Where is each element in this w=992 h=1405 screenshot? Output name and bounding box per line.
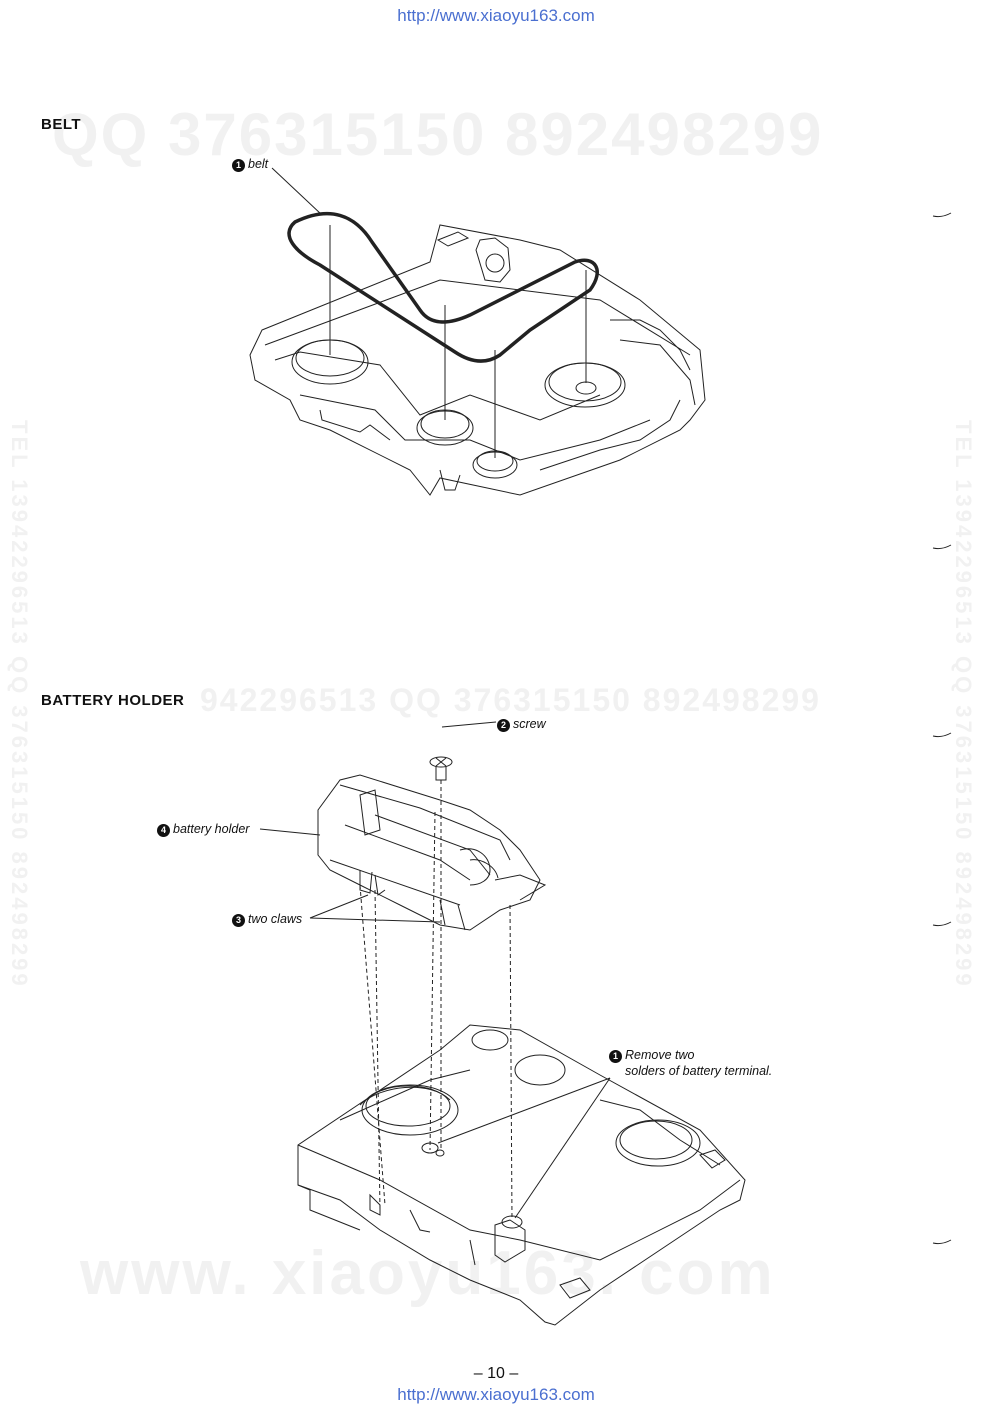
belt-callout-text: belt — [248, 157, 269, 171]
margin-tick-icon — [932, 544, 952, 550]
battery-holder-section-title: BATTERY HOLDER — [41, 692, 185, 709]
number-badge-icon: 2 — [497, 719, 510, 732]
footer-url[interactable]: http://www.xiaoyu163.com — [397, 1385, 595, 1404]
watermark-qq-mid: 942296513 QQ 376315150 892498299 — [200, 682, 821, 718]
watermark-site: www. xiaoyu163. com — [80, 1239, 776, 1308]
number-badge-icon: 3 — [232, 914, 245, 927]
watermark-vertical-left: TEL 13942296513 QQ 376315150 892498299 — [7, 420, 32, 989]
margin-tick-icon — [932, 732, 952, 738]
margin-tick-icon — [932, 212, 952, 218]
number-badge-icon: 1 — [232, 159, 245, 172]
remove-solders-line1: Remove two — [625, 1048, 695, 1062]
battery-holder-part-icon — [317, 756, 547, 931]
battery-holder-callout-text: battery holder — [173, 822, 250, 836]
header-url[interactable]: http://www.xiaoyu163.com — [397, 6, 595, 25]
watermark-qq-top: QQ 376315150 892498299 — [52, 101, 824, 168]
number-badge-icon: 4 — [157, 824, 170, 837]
page-number: – 10 – — [473, 1365, 519, 1382]
number-badge-icon: 1 — [609, 1050, 622, 1063]
margin-tick-icon — [932, 921, 952, 927]
remove-solders-line2: solders of battery terminal. — [625, 1064, 773, 1078]
belt-loop-icon — [287, 211, 599, 363]
belt-section-title: BELT — [41, 116, 82, 133]
two-claws-callout-text: two claws — [248, 912, 303, 926]
screw-callout-text: screw — [513, 717, 546, 731]
watermark-vertical-right: TEL 13942296513 QQ 376315150 892498299 — [951, 420, 976, 989]
margin-tick-icon — [932, 1239, 952, 1245]
